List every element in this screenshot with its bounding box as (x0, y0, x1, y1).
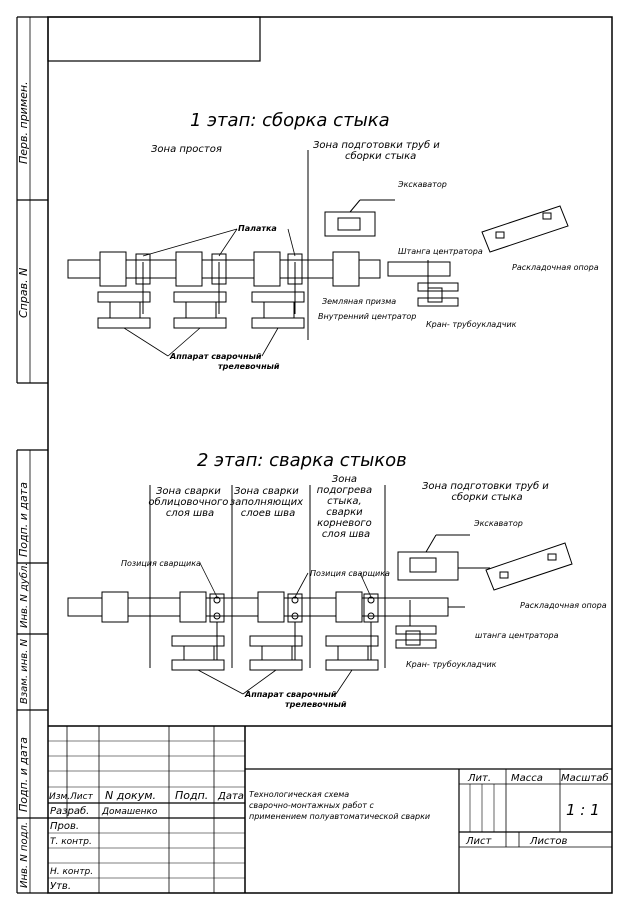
stamp-ndoc: N докум. (105, 789, 156, 802)
stage1-rod-label: Штанга центратора (398, 247, 483, 256)
stage1-zone-prep-line2: сборки стыка (345, 150, 416, 162)
stage2-welder-leaders (197, 669, 353, 695)
stage2-zone-heat-line6: слоя шва (322, 529, 370, 540)
side-perv: Перв. примен. (17, 81, 30, 164)
stage1-centrator-label: Внутренний центратор (318, 312, 416, 321)
stage1-crane-label: Кран- трубоукладчик (426, 320, 517, 329)
stage2-crane-label: Кран- трубоукладчик (406, 660, 497, 669)
stage2-crane (395, 600, 437, 649)
stage2-zone-fill-line2: заполняющих (230, 497, 303, 508)
stage1-tent-leader-2 (218, 228, 238, 257)
stage1-welder-line2: трелевочный (218, 362, 280, 371)
stage1-tents (135, 253, 303, 314)
stage1-excavator-label: Экскаватор (397, 180, 447, 189)
stage1-excavator (324, 199, 395, 237)
stage2-zone-heat-line3: стыка, (327, 496, 362, 507)
stage2-zone-fill: Зона сварки заполняющих слоев шва (230, 486, 307, 519)
stamp-sheets: Листов (529, 836, 567, 847)
stage2-zone-heat-line1: Зона (332, 474, 357, 485)
stamp-title: Технологическая схема сварочно-монтажных… (249, 790, 430, 821)
stage1-welders (97, 291, 305, 329)
sheet-frame (47, 16, 613, 894)
stamp-list: Лист (69, 792, 94, 802)
stamp-podp: Подп. (175, 789, 208, 802)
side-podp-data-1: Подп. и дата (17, 482, 30, 557)
stamp-tkontr: Т. контр. (50, 837, 92, 847)
stage2-welders (171, 635, 379, 671)
stamp-lit: Лит. (467, 773, 491, 784)
side-vzam-inv: Взам. инв. N (19, 639, 30, 704)
stage2-weld-positions (209, 593, 379, 660)
stage2-zone-fill-line1: Зона сварки (234, 486, 299, 497)
stage1-tent-label: Палатка (238, 224, 277, 233)
stamp-massa: Масса (511, 773, 543, 784)
stage1-prism-label: Земляная призма (322, 297, 396, 306)
stage2-excavator (397, 534, 490, 581)
stage2-support (485, 542, 573, 591)
stage2-zone-facing-line3: слоя шва (166, 508, 214, 519)
stamp-title-line2: сварочно-монтажных работ с (249, 801, 374, 810)
stage2-welder-pos-2: Позиция сварщика (310, 569, 390, 578)
stage2-welder-pos-1: Позиция сварщика (121, 559, 201, 568)
stage2-zone-facing-line2: облицовочного (148, 496, 228, 508)
stage2-excavator-label: Экскаватор (473, 519, 523, 528)
stamp-utv: Утв. (50, 881, 71, 892)
title-block-lines (48, 725, 612, 893)
stage2-pos2-leader-a (294, 572, 309, 598)
stage1-zone-prep: Зона подготовки труб и сборки стыка (313, 139, 443, 162)
stage1-tent-leader-3 (287, 228, 296, 257)
top-stamp-box (47, 16, 261, 62)
stage2-zone-dividers (149, 485, 386, 668)
stage2-zone-facing-line1: Зона сварки (156, 486, 221, 497)
stage2-welder-line2: трелевочный (285, 700, 347, 709)
stage1-welder-label: Аппарат сварочный трелевочный (169, 352, 280, 371)
stamp-razrab-name: Домашенко (101, 807, 158, 817)
stage2-title: 2 этап: сварка стыков (197, 450, 407, 471)
stage2-welder-label: Аппарат сварочный трелевочный (244, 690, 347, 709)
stage2-welder-line1: Аппарат сварочный (244, 690, 337, 699)
side-inv-podl: Инв. N подл. (19, 822, 30, 888)
stamp-izm: Изм. (49, 792, 70, 802)
stage2-pos1-leader (199, 562, 218, 598)
side-podp-data-2: Подп. и дата (17, 737, 30, 812)
stage1-crane (417, 260, 459, 307)
stage1-pipeline (67, 259, 381, 279)
stamp-title-line1: Технологическая схема (249, 790, 349, 799)
stage2-pos2-leader-b (359, 572, 372, 598)
stage1-support-label: Раскладочная опора (512, 263, 599, 272)
side-sprav: Справ. N (17, 268, 30, 318)
side-columns (16, 16, 48, 894)
stamp-scale: 1 : 1 (566, 801, 600, 819)
stage1-pipe-section (387, 261, 451, 277)
stage2-zone-fill-line3: слоев шва (241, 508, 295, 519)
stamp-title-line3: применением полуавтоматической сварки (249, 812, 430, 821)
stage2-zone-prep-line2: сборки стыка (451, 491, 522, 503)
stage2-zone-heat-line2: подогрева (317, 485, 372, 496)
stamp-masshtab: Масштаб (561, 772, 609, 784)
stage1-welder-line1: Аппарат сварочный (169, 352, 262, 361)
stage2-zone-prep-line1: Зона подготовки труб и (422, 480, 549, 492)
stage2-zone-prep: Зона подготовки труб и сборки стыка (422, 480, 552, 503)
stage1-support (481, 205, 569, 253)
stage1-tent-leader-1 (142, 228, 238, 257)
stage2-zone-facing: Зона сварки облицовочного слоя шва (148, 486, 231, 519)
stage1-pipe-supports (99, 251, 360, 287)
stage2-zone-heat: Зона подогрева стыка, сварки корневого с… (317, 474, 376, 540)
stage1-title: 1 этап: сборка стыка (190, 110, 390, 131)
stage2-pipe-supports (101, 591, 363, 623)
stage1-welder-leaders (123, 327, 279, 357)
stage2-rod-label: штанга центратора (475, 631, 559, 640)
stage2-zone-heat-line4: сварки (326, 507, 363, 518)
stamp-razrab: Разраб. (50, 805, 89, 817)
stage1-zone-idle: Зона простоя (151, 144, 222, 155)
stamp-prov: Пров. (50, 821, 79, 832)
stage1-zone-prep-line1: Зона подготовки труб и (313, 139, 440, 151)
stamp-nkontr: Н. контр. (50, 867, 93, 877)
stamp-sheet: Лист (465, 836, 493, 847)
stage2-support-label: Раскладочная опора (520, 601, 607, 610)
stage2-zone-heat-line5: корневого (317, 518, 372, 529)
side-inv-dubl: Инв. N дубл. (18, 563, 30, 629)
stamp-data: Дата (217, 791, 244, 802)
